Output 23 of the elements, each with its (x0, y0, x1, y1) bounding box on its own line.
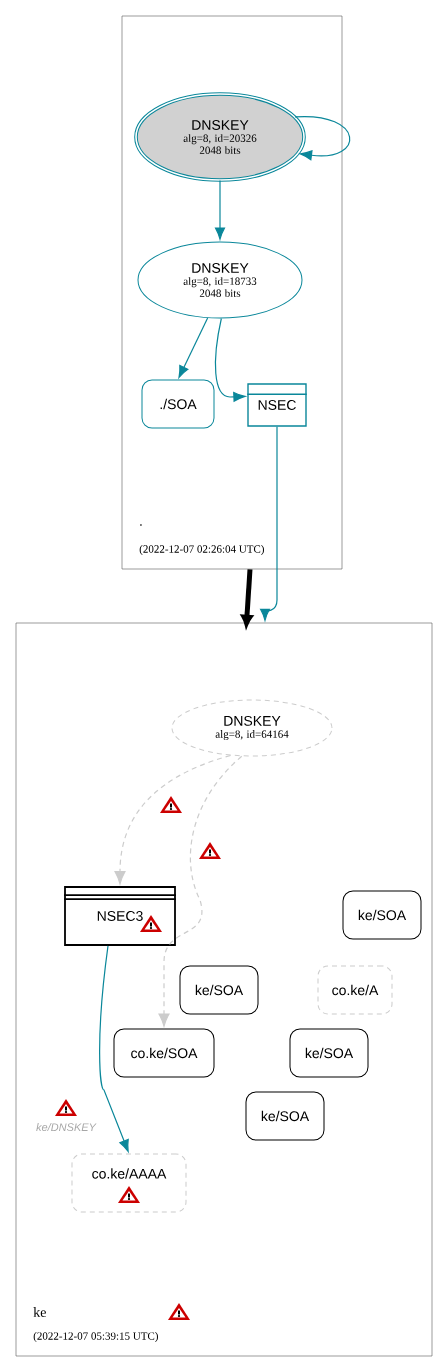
arrow (99, 945, 129, 1152)
arrow (214, 179, 226, 240)
nsec-box: NSEC (246, 383, 308, 427)
zone-name: . (140, 524, 142, 526)
record-box: co.ke/SOA (113, 1028, 215, 1078)
rrset-label: ke/DNSKEY (36, 1122, 97, 1132)
record-box: co.ke/A (317, 965, 393, 1015)
timestamp: (2022-12-07 05:39:15 UTC) (33, 1332, 158, 1342)
record-box: ke/SOA (289, 1028, 369, 1078)
arrow (158, 755, 243, 1027)
record-box: ./SOA (141, 379, 215, 429)
arrow (294, 116, 351, 161)
timestamp: (2022-12-07 02:26:04 UTC) (139, 545, 264, 555)
record-box: ke/SOA (342, 890, 422, 940)
arrow (259, 426, 278, 621)
arrow (114, 754, 232, 885)
arrow (178, 317, 209, 378)
record-box: ke/SOA (179, 965, 259, 1015)
arrow (214, 317, 246, 402)
record-box: ke/SOA (245, 1091, 325, 1141)
record-box: co.ke/AAAA (71, 1153, 187, 1213)
nsec-box: NSEC3 (63, 886, 177, 946)
zone-name: ke (33, 1307, 46, 1317)
